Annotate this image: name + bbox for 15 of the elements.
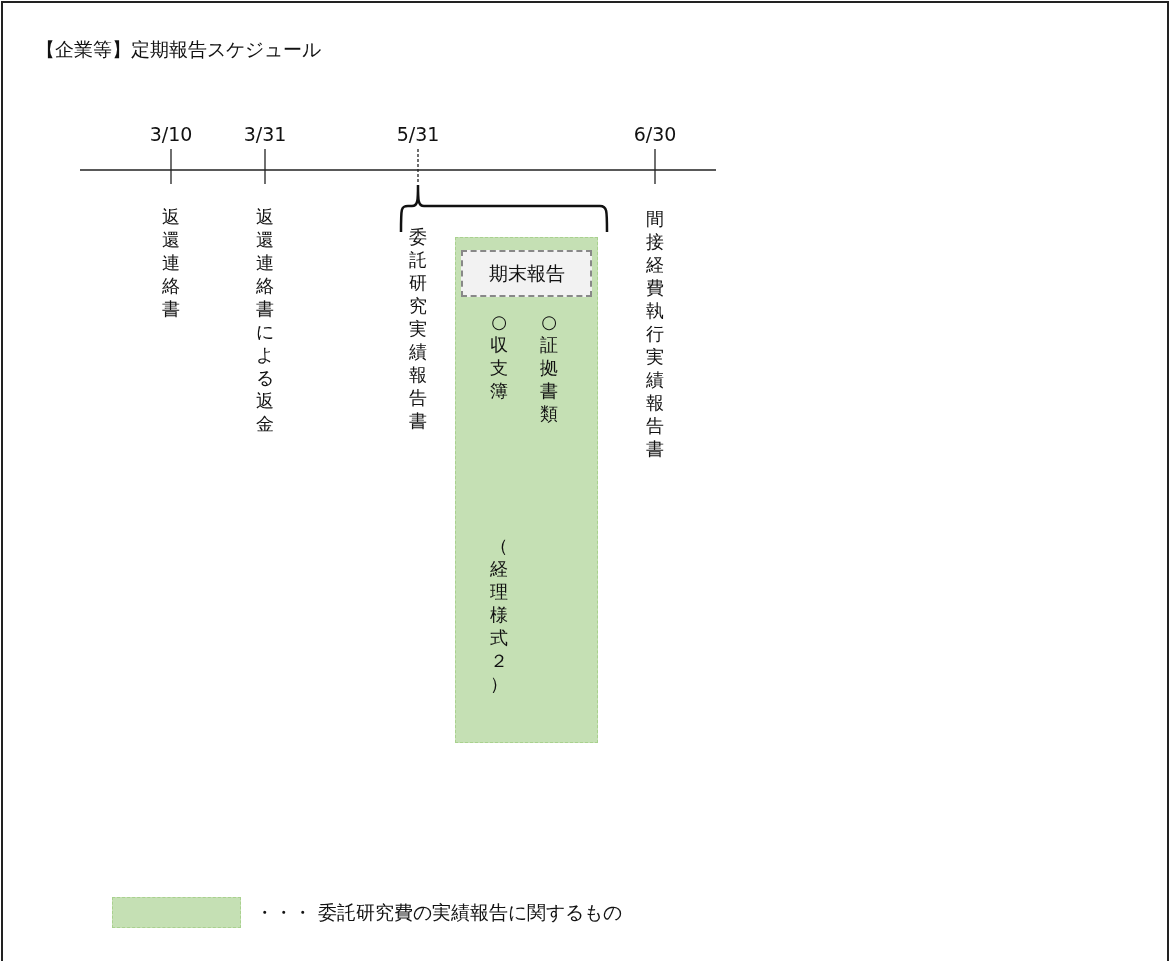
item-text: ○証拠書類: [539, 310, 559, 425]
title: 【企業等】定期報告スケジュール: [36, 37, 321, 62]
date-label: 3/10: [149, 123, 193, 145]
document-label: 委託研究実績報告書: [408, 225, 428, 432]
legend-text: ・・・ 委託研究費の実績報告に関するもの: [255, 900, 623, 925]
item-text: （経理様式２）: [489, 534, 509, 695]
date-label: 5/31: [396, 123, 440, 145]
document-label: 返還連絡書: [161, 205, 181, 320]
document-label: 間接経費執行実績報告書: [645, 207, 665, 460]
date-label: 3/31: [243, 123, 287, 145]
document-label: 返還連絡書による返金: [255, 205, 275, 435]
report-band: [455, 237, 598, 743]
date-label: 6/30: [633, 123, 677, 145]
report-heading-box: 期末報告: [461, 250, 592, 297]
item-text: ○収支簿: [489, 310, 509, 402]
